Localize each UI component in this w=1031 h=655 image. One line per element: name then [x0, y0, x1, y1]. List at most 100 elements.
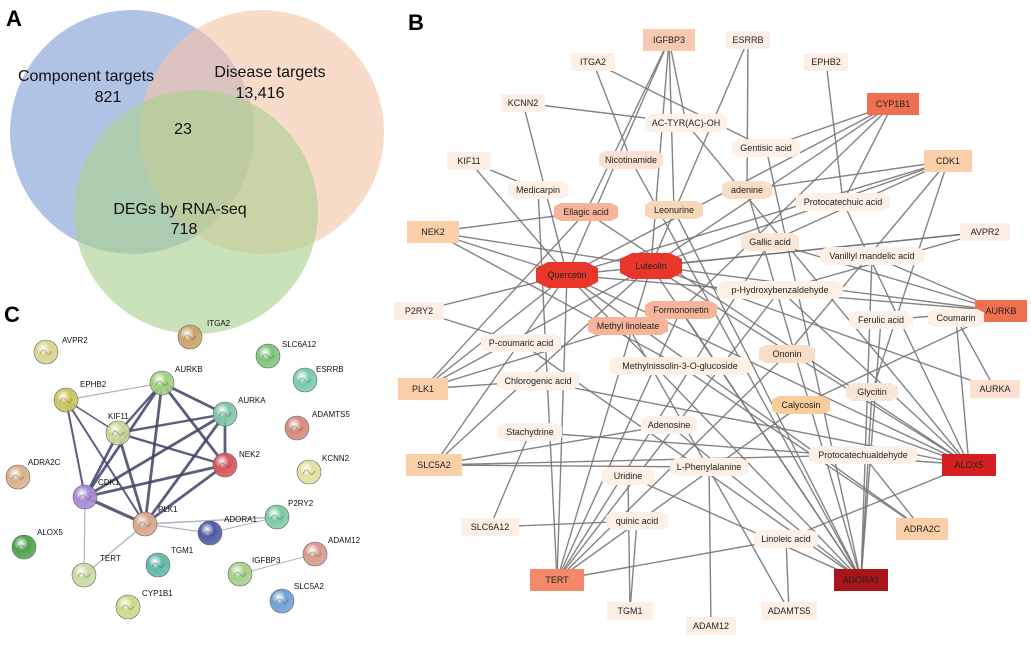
- network-edge: [708, 466, 712, 627]
- compound-node-adenine: [722, 181, 772, 199]
- ppi-edges: [65, 381, 316, 576]
- network-edge: [556, 309, 682, 581]
- network-edge: [680, 309, 862, 581]
- target-label-aurka: AURKA: [979, 384, 1010, 394]
- ppi-node-structure: [275, 598, 289, 604]
- ppi-edge: [83, 523, 146, 576]
- ppi-label-avpr2: AVPR2: [62, 336, 88, 345]
- compound-label-methylnissolin: Methylnissolin-3-O-glucoside: [622, 361, 738, 371]
- target-label-slc6a12: SLC6A12: [471, 522, 510, 532]
- ppi-node-structure: [218, 462, 232, 468]
- compound-node-nicotinamide: [599, 151, 663, 169]
- network-edge: [627, 475, 862, 581]
- compound-node-calycosin: [772, 396, 830, 414]
- network-edge: [592, 61, 767, 149]
- target-node-esrrb: [726, 31, 770, 49]
- compound-label-ellagic: Ellagic acid: [563, 207, 609, 217]
- compound-label-adenine: adenine: [731, 185, 763, 195]
- network-edge: [585, 39, 670, 213]
- target-node-slc6a12: [461, 518, 519, 536]
- compound-label-medicarpin: Medicarpin: [516, 185, 560, 195]
- ppi-label-adora1: ADORA1: [224, 515, 257, 524]
- compound-label-coumarin: Coumarin: [936, 313, 975, 323]
- compound-node-coumarin: [928, 309, 984, 327]
- target-node-cyp1b1: [867, 93, 919, 115]
- ppi-label-esrrb: ESRRB: [316, 365, 344, 374]
- compound-node-glycitin: [846, 383, 898, 401]
- ppi-label-tert: TERT: [100, 554, 121, 563]
- target-node-alox5: [942, 454, 996, 476]
- target-label-kcnn2: KCNN2: [508, 98, 539, 108]
- venn-count-component: 821: [95, 89, 122, 106]
- ppi-label-plk1: PLK1: [158, 505, 178, 514]
- compound-node-formononetin: [645, 301, 717, 319]
- ppi-label-slc6a12: SLC6A12: [282, 340, 317, 349]
- network-edge: [432, 231, 681, 367]
- ppi-edge: [84, 412, 226, 499]
- ppi-edge: [83, 496, 86, 576]
- network-edge: [650, 265, 996, 390]
- ppi-edge: [65, 399, 146, 525]
- target-node-tert: [530, 569, 584, 591]
- compound-node-quercetin: [536, 262, 598, 288]
- network-edge: [860, 391, 873, 581]
- network-edge: [862, 454, 923, 530]
- ppi-node-structure: [39, 349, 53, 355]
- network-edge: [422, 265, 652, 390]
- ppi-label-slc5a2: SLC5A2: [294, 582, 324, 591]
- network-edge: [556, 289, 781, 581]
- ppi-node-structure: [218, 411, 232, 417]
- ppi-nodes: AVPR2ITGA2SLC6A12ESRRBEPHB2AURKBAURKAADA…: [5, 319, 361, 620]
- target-label-kif11: KIF11: [457, 156, 480, 166]
- ppi-node-structure: [77, 572, 91, 578]
- network-edge: [871, 160, 949, 393]
- compound-label-leonurine: Leonurine: [654, 205, 694, 215]
- target-label-plk1: PLK1: [412, 384, 434, 394]
- compound-label-protocatechuic: Protocatechuic acid: [804, 197, 883, 207]
- compound-node-medicarpin: [508, 181, 568, 199]
- compound-label-chlorogenic: Chlorogenic acid: [504, 376, 571, 386]
- target-node-igfbp3: [643, 29, 695, 51]
- compound-label-quercetin: Quercetin: [547, 270, 586, 280]
- ppi-label-adamts5: ADAMTS5: [312, 410, 350, 419]
- target-node-aurka: [970, 380, 1020, 398]
- compound-label-pcoumaric: P-coumaric acid: [489, 338, 554, 348]
- compound-node-protocatechualdehyde: [809, 446, 917, 464]
- network-edge: [769, 241, 1002, 312]
- compound-label-nicotinamide: Nicotinamide: [605, 155, 657, 165]
- ppi-node-structure: [270, 514, 284, 520]
- target-label-adra2c: ADRA2C: [904, 524, 941, 534]
- venn-intersection-count: 23: [174, 121, 192, 138]
- network-edge: [779, 289, 970, 466]
- ppi-node-structure: [111, 430, 125, 436]
- compound-label-vanillyl: Vanillyl mandelic acid: [829, 251, 914, 261]
- panel-label-c: C: [4, 302, 20, 327]
- network-edge: [680, 103, 894, 311]
- network-edge: [765, 147, 862, 581]
- target-node-tgm1: [607, 602, 653, 620]
- ppi-edge: [160, 382, 227, 466]
- target-label-itga2: ITGA2: [580, 57, 606, 67]
- network-edge: [433, 464, 710, 468]
- network-edge: [468, 160, 568, 276]
- ppi-node-structure: [302, 469, 316, 475]
- compound-label-ononin: Ononin: [772, 349, 801, 359]
- network-edge: [800, 404, 970, 466]
- target-label-igfbp3: IGFBP3: [653, 35, 685, 45]
- ppi-label-aurka: AURKA: [238, 396, 266, 405]
- target-label-esrrb: ESRRB: [732, 35, 763, 45]
- ppi-label-cdk1: CDK1: [98, 478, 120, 487]
- target-node-ephb2: [804, 53, 848, 71]
- target-label-ephb2: EPHB2: [811, 57, 841, 67]
- compound-node-protocatechuic: [796, 193, 890, 211]
- network-edge: [433, 424, 670, 466]
- compound-node-lphe: [670, 458, 748, 476]
- compound-label-methyllinoleate: Methyl linoleate: [597, 321, 660, 331]
- network-edge: [785, 538, 790, 612]
- ppi-edge: [143, 382, 164, 525]
- compound-node-phb: [717, 281, 843, 299]
- ppi-label-adam12: ADAM12: [328, 536, 361, 545]
- ppi-edge: [116, 432, 147, 525]
